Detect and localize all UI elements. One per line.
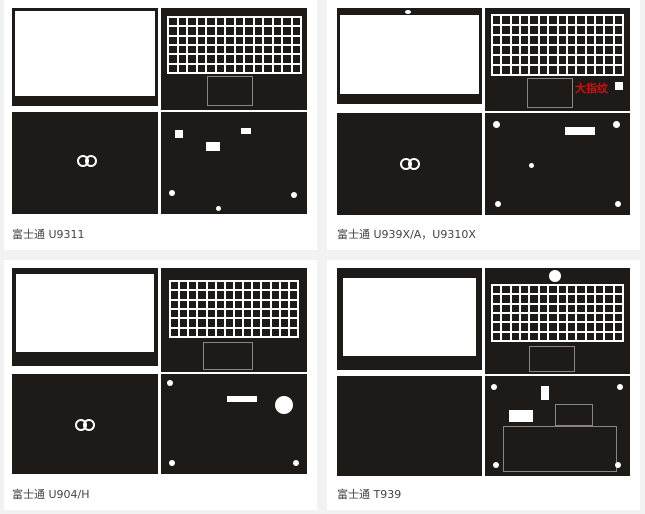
keyboard-cutout — [491, 14, 624, 76]
touchpad-outline — [529, 346, 575, 372]
touchpad-outline — [207, 76, 253, 106]
screw-hole — [493, 121, 500, 128]
keyboard-cutout — [167, 16, 302, 74]
screw-hole — [216, 206, 221, 211]
keyboard-deck-panel — [485, 268, 630, 374]
screen-cutout — [340, 15, 479, 94]
keyboard-cutout — [491, 284, 624, 342]
bottom-case-panel — [161, 374, 307, 474]
fujitsu-logo-icon — [400, 158, 420, 170]
bottom-case-panel — [485, 113, 630, 215]
lid-outer-panel — [337, 376, 482, 476]
battery-outline — [503, 426, 617, 472]
port-cutout — [541, 386, 549, 400]
product-caption[interactable]: 富士通 U939X/A，U9310X — [337, 228, 476, 241]
product-caption[interactable]: 富士通 T939 — [337, 488, 402, 501]
screw-hole — [493, 462, 499, 468]
vent-cutout — [227, 396, 257, 402]
webcam-icon — [549, 270, 561, 282]
screen-cutout — [15, 11, 155, 96]
bottom-case-panel — [161, 112, 307, 214]
fingerprint-label: 大指纹 — [575, 82, 608, 95]
lid-inner-panel — [337, 268, 482, 370]
fujitsu-logo-icon — [77, 155, 97, 167]
screw-hole — [495, 201, 501, 207]
lid-outer-panel — [337, 113, 482, 215]
screw-hole — [167, 380, 173, 386]
product-card-t939[interactable]: 富士通 T939 — [327, 260, 640, 510]
fingerprint-cutout — [615, 82, 623, 90]
screw-hole — [169, 190, 175, 196]
product-caption[interactable]: 富士通 U9311 — [12, 228, 85, 241]
lid-inner-panel — [12, 8, 158, 106]
keycap-grid — [169, 18, 300, 72]
lid-inner-panel — [12, 268, 158, 366]
keycap-grid — [493, 286, 622, 340]
lid-inner-panel — [337, 8, 482, 104]
screw-hole — [293, 460, 299, 466]
port-cutout — [175, 130, 183, 138]
vent-cutout — [206, 142, 220, 151]
screw-hole — [491, 384, 497, 390]
keyboard-deck-panel — [161, 8, 307, 110]
vent-cutout — [509, 410, 533, 422]
touchpad-outline — [527, 78, 573, 108]
fan-cutout — [275, 396, 293, 414]
screw-hole — [291, 192, 297, 198]
screen-cutout — [16, 274, 154, 352]
lid-outer-panel — [12, 112, 158, 214]
screw-hole — [529, 163, 534, 168]
label-cutout — [241, 128, 251, 134]
keyboard-deck-panel: 大指纹 — [485, 8, 630, 111]
screw-hole — [615, 201, 621, 207]
touchpad-outline — [203, 342, 253, 370]
product-card-u939x[interactable]: 大指纹 富士通 U939X/A，U9310X — [327, 0, 640, 250]
bottom-case-panel — [485, 376, 630, 476]
screw-hole — [615, 462, 621, 468]
product-caption[interactable]: 富士通 U904/H — [12, 488, 90, 501]
hatch-outline — [555, 404, 593, 426]
screen-cutout — [343, 278, 476, 356]
product-card-u904h[interactable]: 富士通 U904/H — [4, 260, 317, 510]
webcam-icon — [405, 10, 411, 14]
screw-hole — [613, 121, 620, 128]
vent-cutout — [565, 127, 595, 135]
keycap-grid — [171, 282, 297, 336]
fujitsu-logo-icon — [75, 419, 95, 431]
keyboard-deck-panel — [161, 268, 307, 372]
product-card-u9311[interactable]: 富士通 U9311 — [4, 0, 317, 250]
keyboard-cutout — [169, 280, 299, 338]
lid-outer-panel — [12, 374, 158, 474]
screw-hole — [169, 460, 175, 466]
screw-hole — [617, 384, 623, 390]
keycap-grid — [493, 16, 622, 74]
